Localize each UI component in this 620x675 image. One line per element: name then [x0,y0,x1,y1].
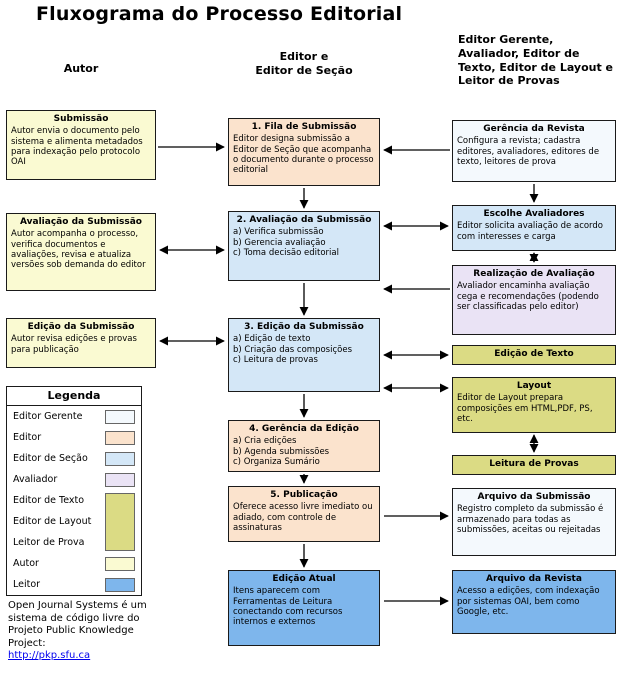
box-arquivo-submissao-title: Arquivo da Submissão [477,492,591,502]
footer-text: Open Journal Systems é um sistema de cód… [8,600,147,649]
legend-item-editor: Editor [7,427,141,448]
legend-item-editor-gerente: Editor Gerente [7,406,141,427]
box-gerencia-revista-title: Gerência da Revista [483,124,585,134]
box-layout: Layout Editor de Layout prepara composiç… [452,377,616,433]
box-avaliacao-title: 2. Avaliação da Submissão [236,215,372,225]
box-leitura-title: Leitura de Provas [489,459,579,470]
box-avaliacao-autor-body: Autor acompanha o processo, verifica doc… [11,229,146,271]
box-publicacao: 5. Publicação Oferece acesso livre imedi… [228,486,380,542]
box-submissao-title: Submissão [53,114,109,124]
box-escolhe-title: Escolhe Avaliadores [483,209,585,219]
box-fila-title: 1. Fila de Submissão [251,122,357,132]
box-layout-body: Editor de Layout prepara composições em … [457,393,593,424]
box-edicao-atual: Edição Atual Itens aparecem com Ferramen… [228,570,380,646]
legend-label: Autor [13,558,39,569]
page-title: Fluxograma do Processo Editorial [36,3,403,25]
box-gerencia-edicao-body: a) Cria edições b) Agenda submissões c) … [233,436,330,467]
box-gerencia-da-edicao: 4. Gerência da Edição a) Cria edições b)… [228,420,380,472]
box-submissao-body: Autor envia o documento pelo sistema e a… [11,126,143,168]
box-publicacao-title: 5. Publicação [270,490,338,500]
footer-note: Open Journal Systems é um sistema de cód… [8,600,150,663]
box-edicao-da-submissao-autor: Edição da Submissão Autor revisa edições… [6,318,156,368]
legend-label: Editor de Seção [13,453,88,464]
legend-item-autor: Autor [7,553,141,574]
legend-item-producao-group: Editor de Texto Editor de Layout Leitor … [7,490,141,553]
box-gerencia-edicao-title: 4. Gerência da Edição [249,424,359,434]
box-edicao-texto-title: Edição de Texto [494,349,574,360]
legend-item-editor-secao: Editor de Seção [7,448,141,469]
legend-swatch-editor-secao [105,451,135,466]
legend-label: Avaliador [13,474,58,485]
box-fila-de-submissao: 1. Fila de Submissão Editor designa subm… [228,118,380,186]
box-arquivo-revista-body: Acesso a edições, com indexação por sist… [457,586,600,617]
box-edicao-autor-title: Edição da Submissão [27,322,135,332]
box-avaliacao-da-submissao-autor: Avaliação da Submissão Autor acompanha o… [6,213,156,291]
box-edicao-atual-body: Itens aparecem com Ferramentas de Leitur… [233,586,343,628]
legend-label: Leitor [13,579,41,590]
pkp-link[interactable]: http://pkp.sfu.ca [8,650,91,661]
box-realizacao-body: Avaliador encaminha avaliação cega e rec… [457,281,599,312]
box-escolhe-avaliadores: Escolhe Avaliadores Editor solicita aval… [452,205,616,251]
legend-item-leitor: Leitor [7,574,141,595]
box-avaliacao-body: a) Verifica submissão b) Gerencia avalia… [233,227,339,258]
box-avaliacao-da-submissao: 2. Avaliação da Submissão a) Verifica su… [228,211,380,281]
legend-swatch-editor [105,430,135,445]
box-arquivo-submissao-body: Registro completo da submissão é armazen… [457,504,604,535]
column-header-editor: Editor e Editor de Seção [255,50,353,77]
box-gerencia-da-revista: Gerência da Revista Configura a revista;… [452,120,616,182]
box-edicao-autor-body: Autor revisa edições e provas para publi… [11,334,137,355]
box-edicao-title: 3. Edição da Submissão [244,322,364,332]
box-submissao: Submissão Autor envia o documento pelo s… [6,110,156,180]
legend-label: Editor [13,432,42,443]
column-header-gerente: Editor Gerente, Avaliador, Editor de Tex… [458,33,614,88]
legend-swatch-autor [105,556,135,571]
box-leitura-de-provas: Leitura de Provas [452,455,616,475]
legend-swatch-producao [105,492,135,551]
legend-label: Editor de Texto [13,495,85,506]
legend: Legenda Editor Gerente Editor Editor de … [6,386,142,596]
box-layout-title: Layout [516,381,552,391]
box-arquivo-da-submissao: Arquivo da Submissão Registro completo d… [452,488,616,556]
box-edicao-atual-title: Edição Atual [272,574,336,584]
legend-label: Editor Gerente [13,411,83,422]
box-escolhe-body: Editor solicita avaliação de acordo com … [457,221,604,242]
legend-swatch-leitor [105,577,135,592]
box-arquivo-da-revista: Arquivo da Revista Acesso a edições, com… [452,570,616,634]
column-header-autor: Autor [63,62,99,75]
box-edicao-body: a) Edição de texto b) Criação das compos… [233,334,353,365]
box-edicao-de-texto: Edição de Texto [452,345,616,365]
legend-swatch-avaliador [105,472,135,487]
box-realizacao-de-avaliacao: Realização de Avaliação Avaliador encami… [452,265,616,335]
box-realizacao-title: Realização de Avaliação [473,269,595,279]
legend-label: Editor de Layout [13,516,92,527]
legend-item-avaliador: Avaliador [7,469,141,490]
box-gerencia-revista-body: Configura a revista; cadastra editores, … [457,136,600,167]
box-arquivo-revista-title: Arquivo da Revista [486,574,582,584]
box-publicacao-body: Oferece acesso livre imediato ou adiado,… [233,502,373,533]
box-avaliacao-autor-title: Avaliação da Submissão [20,217,142,227]
legend-title: Legenda [47,389,101,402]
box-edicao-da-submissao: 3. Edição da Submissão a) Edição de text… [228,318,380,392]
box-fila-body: Editor designa submissão a Editor de Seç… [233,134,374,176]
legend-label: Leitor de Prova [13,537,85,548]
legend-swatch-editor-gerente [105,409,135,424]
legend-separator [7,405,141,406]
